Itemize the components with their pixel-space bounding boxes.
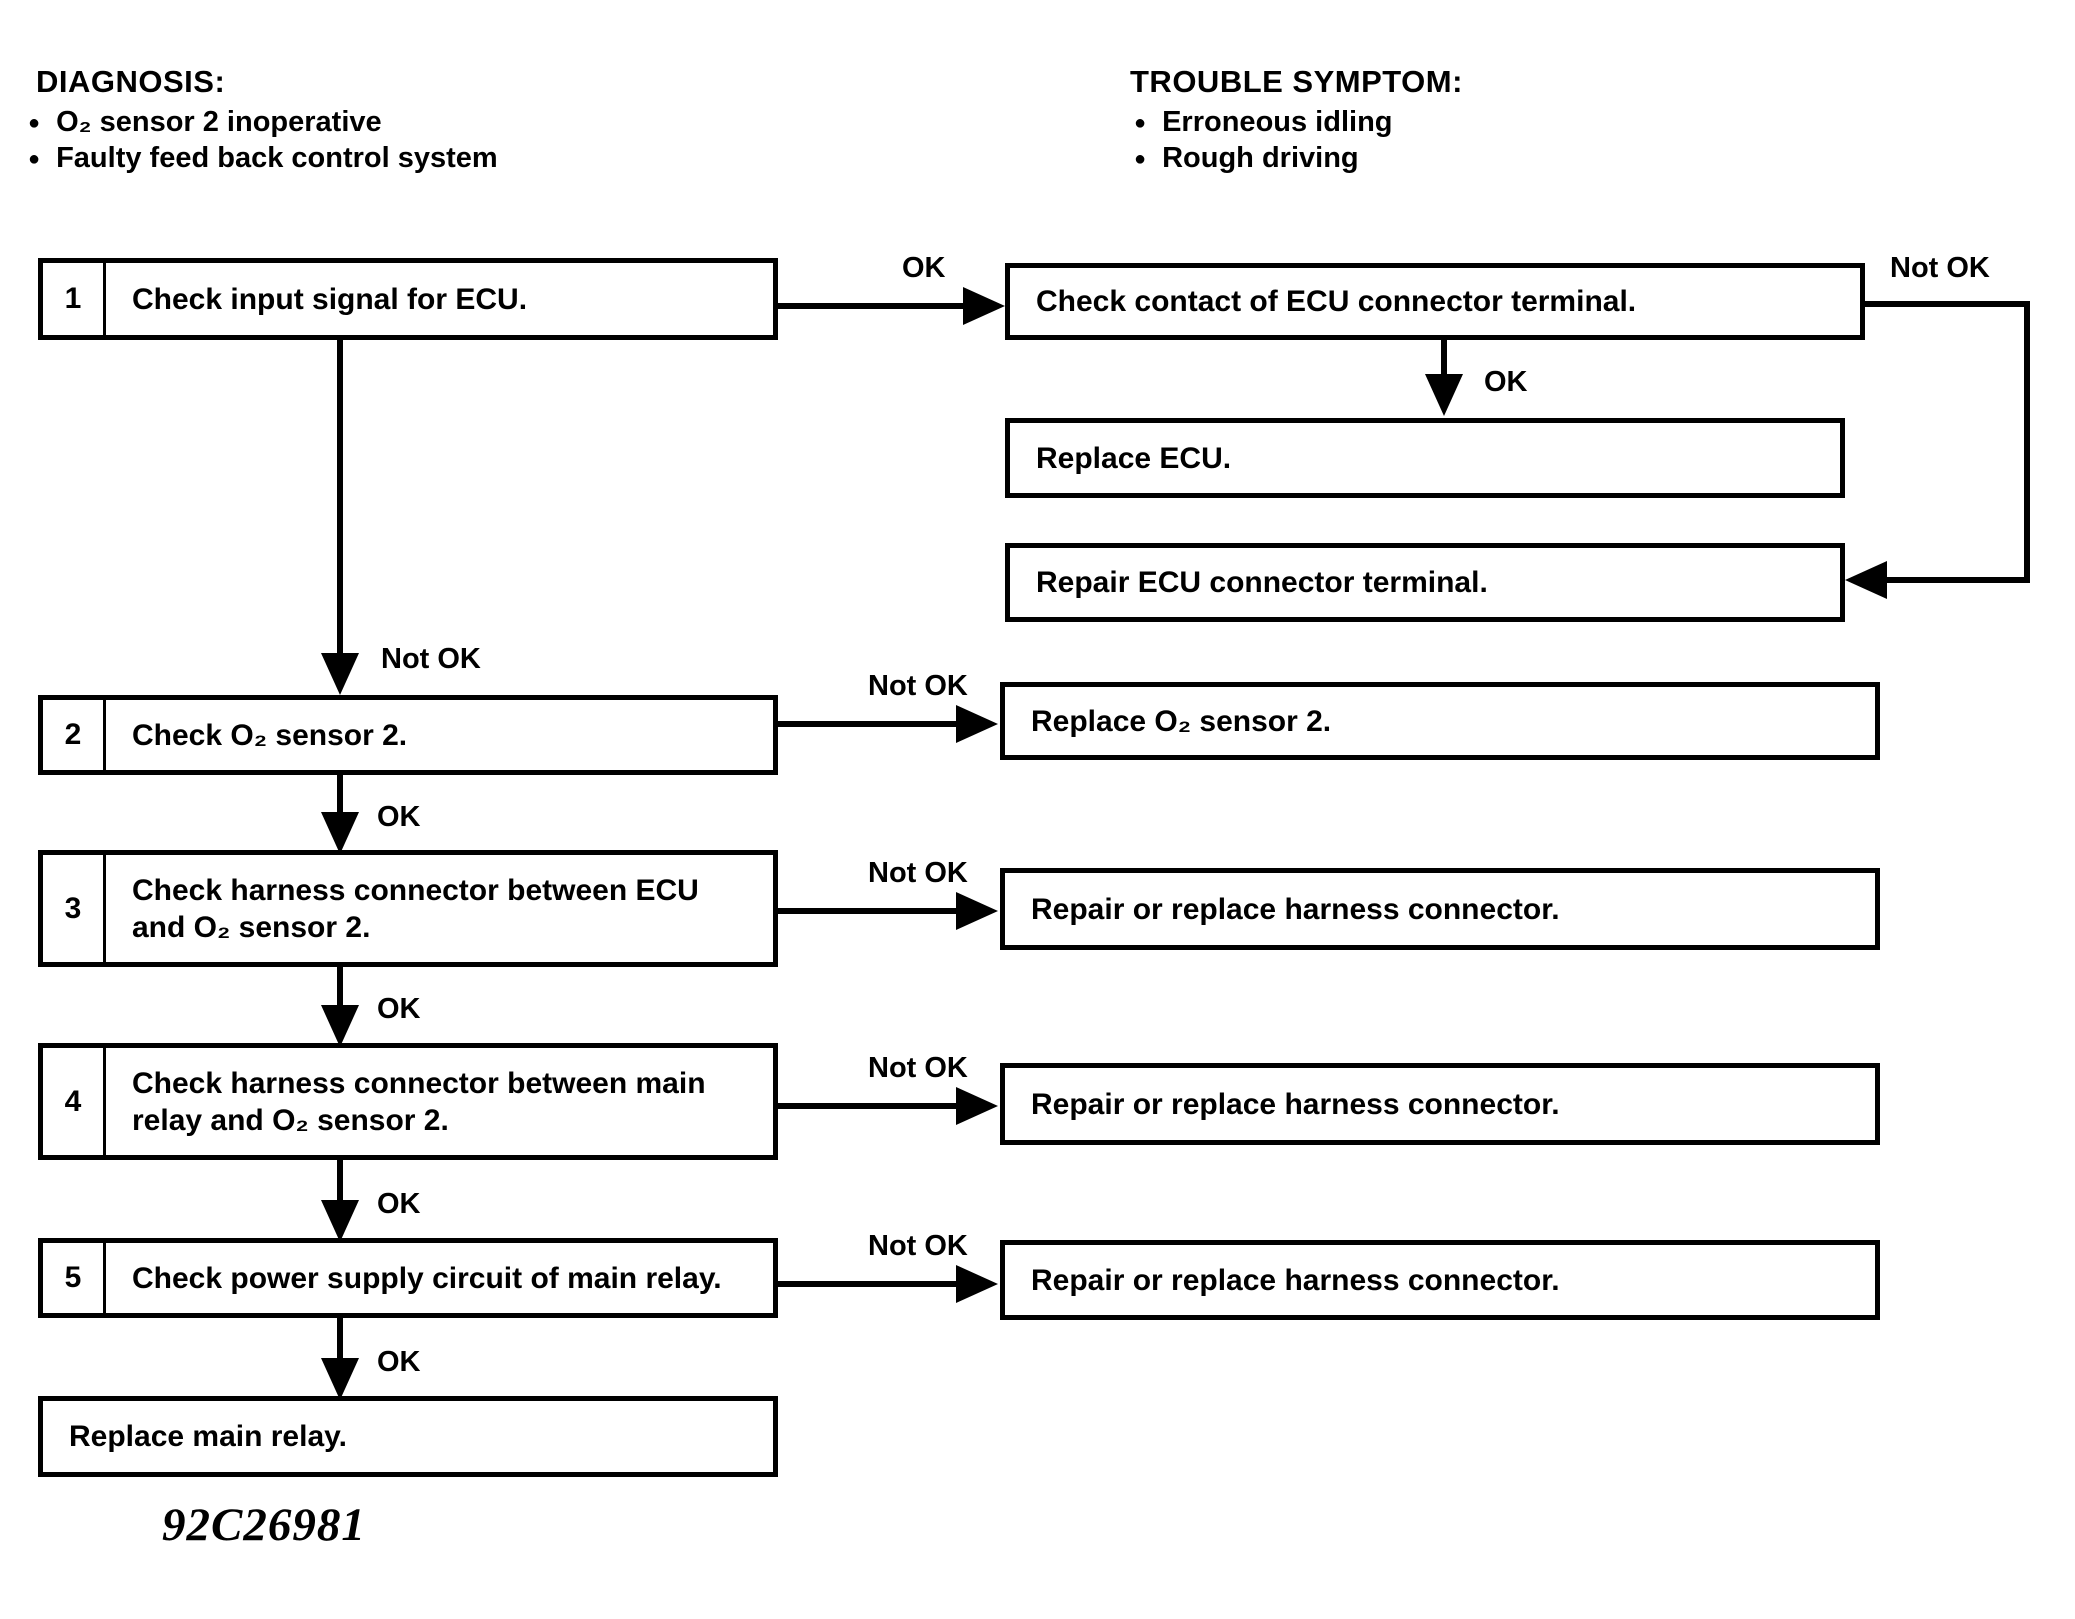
step-text: Check harness connector between ECU and … <box>132 873 699 944</box>
trouble-symptom-title: TROUBLE SYMPTOM: <box>1130 64 1463 99</box>
repair-harness-row4-box: Repair or replace harness connector. <box>1000 1063 1880 1145</box>
arrowhead-down-icon <box>321 812 359 854</box>
edge-label-not-ok: Not OK <box>868 670 968 702</box>
step-4-box: 4 Check harness connector between main r… <box>38 1043 778 1160</box>
edge-label-not-ok: Not OK <box>381 643 481 675</box>
step-number: 1 <box>43 263 106 335</box>
result-text: Check contact of ECU connector terminal. <box>1036 285 1637 318</box>
repair-harness-row5-box: Repair or replace harness connector. <box>1000 1240 1880 1320</box>
arrowhead-left-icon <box>1845 561 1887 599</box>
connector-line <box>1865 301 2030 307</box>
replace-main-relay-box: Replace main relay. <box>38 1396 778 1477</box>
edge-label-not-ok: Not OK <box>868 1230 968 1262</box>
connector-line <box>778 303 965 309</box>
connector-line <box>337 1160 343 1203</box>
arrowhead-down-icon <box>321 1005 359 1047</box>
connector-line <box>778 1281 958 1287</box>
figure-code: 92C26981 <box>162 1499 366 1551</box>
diagnosis-item: ● Faulty feed back control system <box>28 142 498 175</box>
step-text: Check harness connector between main rel… <box>132 1066 706 1137</box>
result-text: Repair or replace harness connector. <box>1031 1087 1560 1121</box>
arrowhead-down-icon <box>1425 374 1463 416</box>
bullet-icon: ● <box>1134 111 1147 134</box>
edge-label-not-ok: Not OK <box>1890 252 1990 284</box>
edge-label-ok: OK <box>1484 366 1528 398</box>
step-5-box: 5 Check power supply circuit of main rel… <box>38 1238 778 1318</box>
step-text: Check O₂ sensor 2. <box>132 718 408 752</box>
result-text: Repair or replace harness connector. <box>1031 892 1560 926</box>
bullet-icon: ● <box>1134 147 1147 170</box>
connector-line <box>1886 577 2030 583</box>
trouble-symptom-item: ● Erroneous idling <box>1134 106 1393 139</box>
step-2-box: 2 Check O₂ sensor 2. <box>38 695 778 775</box>
edge-label-ok: OK <box>377 1346 421 1378</box>
result-text: Replace O₂ sensor 2. <box>1031 704 1332 738</box>
step-3-box: 3 Check harness connector between ECU an… <box>38 850 778 967</box>
step-number: 2 <box>43 700 106 770</box>
edge-label-ok: OK <box>377 1188 421 1220</box>
edge-label-ok: OK <box>902 252 946 284</box>
step-number: 3 <box>43 855 106 962</box>
edge-label-not-ok: Not OK <box>868 1052 968 1084</box>
arrowhead-down-icon <box>321 1200 359 1242</box>
connector-line <box>1441 340 1447 376</box>
result-text: Repair or replace harness connector. <box>1031 1263 1560 1297</box>
bullet-icon: ● <box>28 111 41 134</box>
repair-harness-row3-box: Repair or replace harness connector. <box>1000 868 1880 950</box>
step-1-box: 1 Check input signal for ECU. <box>38 258 778 340</box>
edge-label-ok: OK <box>377 801 421 833</box>
connector-line <box>778 721 958 727</box>
arrowhead-right-icon <box>956 1265 998 1303</box>
edge-label-ok: OK <box>377 993 421 1025</box>
trouble-symptom-item-text: Rough driving <box>1162 142 1359 174</box>
arrowhead-right-icon <box>956 705 998 743</box>
connector-line <box>337 775 343 818</box>
connector-line <box>2024 301 2030 583</box>
diagnosis-title: DIAGNOSIS: <box>36 64 226 99</box>
result-text: Repair ECU connector terminal. <box>1036 566 1488 599</box>
check-contact-box: Check contact of ECU connector terminal. <box>1005 263 1865 340</box>
step-text: Check power supply circuit of main relay… <box>132 1261 722 1295</box>
connector-line <box>778 908 958 914</box>
diagnosis-item: ● O₂ sensor 2 inoperative <box>28 106 382 139</box>
step-number: 4 <box>43 1048 106 1155</box>
step-number: 5 <box>43 1243 106 1313</box>
connector-line <box>778 1103 958 1109</box>
trouble-symptom-item: ● Rough driving <box>1134 142 1359 175</box>
trouble-symptom-item-text: Erroneous idling <box>1162 106 1393 138</box>
diagnosis-item-text: O₂ sensor 2 inoperative <box>56 106 382 138</box>
result-text: Replace ECU. <box>1036 441 1232 475</box>
arrowhead-down-icon <box>321 1358 359 1400</box>
replace-ecu-box: Replace ECU. <box>1005 418 1845 498</box>
replace-o2-sensor-box: Replace O₂ sensor 2. <box>1000 682 1880 760</box>
repair-ecu-terminal-box: Repair ECU connector terminal. <box>1005 543 1845 622</box>
result-text: Replace main relay. <box>69 1420 347 1453</box>
edge-label-not-ok: Not OK <box>868 857 968 889</box>
step-text: Check input signal for ECU. <box>132 282 528 316</box>
connector-line <box>337 340 343 656</box>
connector-line <box>337 967 343 1010</box>
arrowhead-right-icon <box>963 287 1005 325</box>
arrowhead-right-icon <box>956 892 998 930</box>
arrowhead-right-icon <box>956 1087 998 1125</box>
connector-line <box>337 1318 343 1361</box>
diagnosis-item-text: Faulty feed back control system <box>56 142 498 174</box>
bullet-icon: ● <box>28 147 41 170</box>
arrowhead-down-icon <box>321 653 359 695</box>
